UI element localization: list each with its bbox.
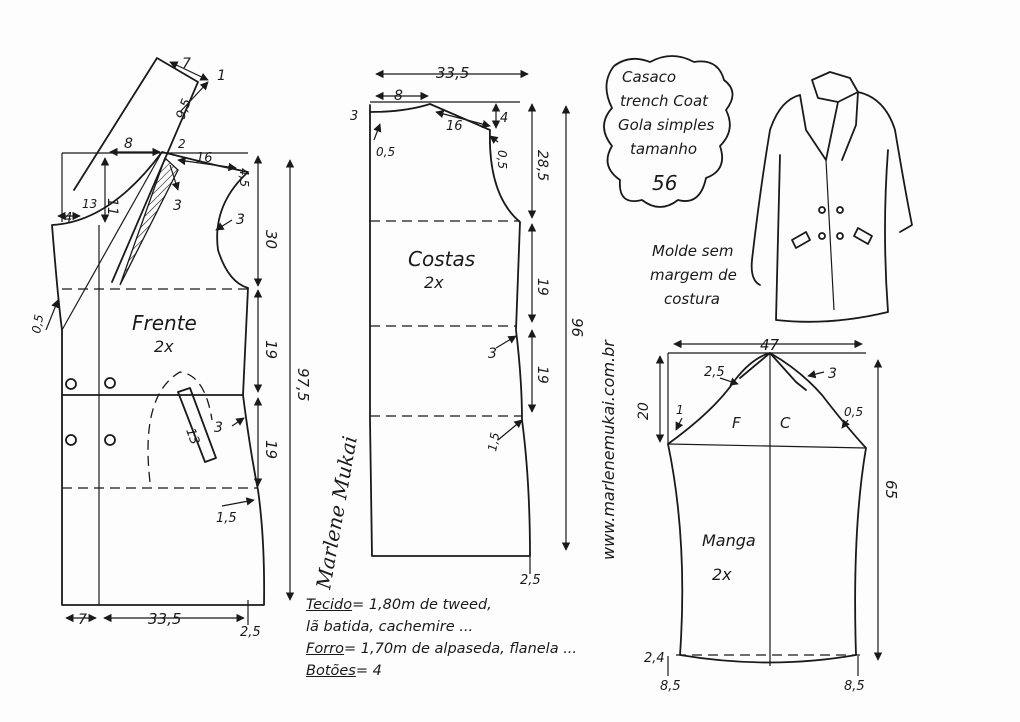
svg-text:30: 30 [262, 230, 280, 249]
front-pocket-welt [177, 387, 217, 463]
svg-text:19: 19 [262, 340, 280, 359]
materials-buttons: Botões= 4 [306, 663, 382, 679]
front-button-1 [65, 378, 77, 390]
title-line-1: Casaco [622, 68, 676, 86]
sleeve-outline [667, 352, 867, 664]
title-cloud-outline [603, 55, 734, 208]
svg-text:47: 47 [760, 336, 780, 354]
svg-text:costura: costura [664, 290, 720, 308]
svg-text:0,5: 0,5 [495, 150, 509, 169]
materials-fabric: Tecido= 1,80m de tweed, [306, 597, 492, 613]
coat-illustration [750, 71, 913, 323]
svg-text:2,5: 2,5 [704, 365, 725, 380]
svg-text:7: 7 [182, 56, 191, 72]
sleeve-piece: F C Manga 2x 47 20 2,5 3 1 0,5 65 2,4 8,… [636, 336, 900, 694]
materials-notes: Tecido= 1,80m de tweed, lã batida, cache… [306, 594, 626, 682]
signature: Marlene Mukai [311, 434, 362, 592]
svg-text:9,5: 9,5 [174, 97, 195, 122]
svg-text:19: 19 [534, 366, 550, 384]
svg-text:0,5: 0,5 [29, 313, 46, 334]
back-name: Costas [408, 247, 475, 271]
sleeve-bicep-line [667, 443, 867, 449]
svg-text:19: 19 [534, 278, 550, 296]
svg-text:97,5: 97,5 [294, 368, 312, 401]
svg-text:2,5: 2,5 [520, 573, 541, 588]
svg-text:20: 20 [636, 402, 652, 420]
front-pocket-bag [147, 371, 213, 483]
svg-text:96: 96 [568, 318, 586, 337]
sleeve-name: Manga [702, 531, 756, 550]
svg-text:28,5: 28,5 [534, 150, 550, 181]
front-button-3 [65, 434, 77, 446]
svg-text:4: 4 [500, 111, 508, 126]
svg-text:margem de: margem de [650, 266, 737, 284]
front-outline [51, 151, 266, 606]
svg-text:13: 13 [182, 426, 202, 447]
back-qty: 2x [424, 273, 444, 292]
title-line-3: Gola simples [618, 116, 714, 134]
front-lapel-fold [61, 151, 163, 331]
back-outline [369, 103, 531, 557]
margin-note: Molde sem margem de costura [650, 242, 737, 308]
front-qty: 2x [154, 337, 174, 356]
svg-text:33,5: 33,5 [436, 64, 469, 82]
svg-text:3: 3 [488, 346, 497, 362]
svg-text:3: 3 [350, 109, 358, 124]
svg-text:7: 7 [78, 612, 87, 628]
svg-text:11: 11 [104, 198, 120, 216]
svg-text:1,5: 1,5 [485, 431, 502, 452]
svg-text:8,5: 8,5 [844, 679, 865, 694]
svg-text:65: 65 [882, 480, 900, 499]
back-piece: Costas 2x 33,5 8 3 16 4 0,5 0,5 28,5 19 … [350, 64, 586, 588]
svg-text:3: 3 [236, 212, 245, 228]
svg-text:16: 16 [446, 119, 463, 134]
svg-text:2,4: 2,4 [644, 651, 665, 666]
front-button-4 [104, 434, 116, 446]
svg-text:4,5: 4,5 [237, 168, 251, 187]
svg-text:1: 1 [676, 403, 684, 417]
svg-text:1,5: 1,5 [216, 511, 237, 526]
sleeve-cap-lines [739, 352, 807, 391]
materials-fabric-line2: lã batida, cachemire ... [306, 619, 474, 635]
title-cloud: Casaco trench Coat Gola simples tamanho … [603, 55, 734, 208]
front-piece: Frente 2x 7 1 9,5 8 2 16 4,5 11 4 13 3 3… [29, 56, 312, 640]
front-button-2 [104, 377, 116, 389]
svg-text:0,5: 0,5 [844, 405, 863, 419]
svg-text:8: 8 [124, 136, 133, 152]
svg-text:2: 2 [178, 137, 186, 151]
svg-text:33,5: 33,5 [148, 610, 181, 628]
svg-text:3: 3 [173, 198, 182, 214]
sleeve-qty: 2x [712, 565, 732, 584]
svg-text:Molde sem: Molde sem [652, 242, 733, 260]
title-line-2: trench Coat [620, 92, 709, 110]
svg-text:0,5: 0,5 [376, 145, 395, 159]
svg-text:8,5: 8,5 [660, 679, 681, 694]
svg-text:8: 8 [394, 88, 403, 104]
svg-text:13: 13 [82, 197, 97, 211]
svg-text:16: 16 [196, 151, 213, 166]
svg-text:F: F [732, 414, 741, 432]
svg-text:1: 1 [217, 68, 226, 84]
svg-text:3: 3 [828, 366, 837, 382]
website-url: www.marlenemukai.com.br [599, 339, 618, 560]
front-name: Frente [132, 311, 197, 335]
materials-lining: Forro= 1,70m de alpaseda, flanela ... [306, 641, 578, 657]
title-size: 56 [652, 171, 677, 195]
svg-text:3: 3 [214, 420, 223, 436]
title-line-4: tamanho [630, 140, 697, 158]
svg-text:4: 4 [64, 211, 72, 226]
svg-text:2,5: 2,5 [240, 625, 261, 640]
svg-text:19: 19 [262, 440, 280, 459]
svg-text:C: C [780, 414, 791, 432]
front-dart [119, 156, 179, 286]
